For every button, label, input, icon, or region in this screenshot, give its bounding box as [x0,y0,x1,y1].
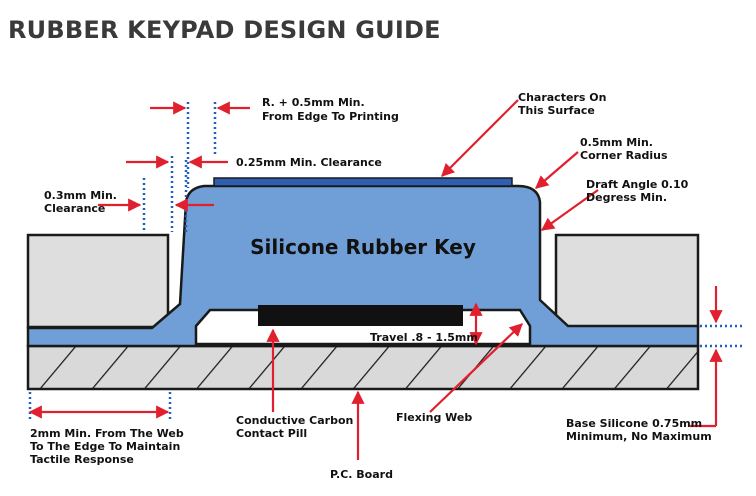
legend-print-layer [213,177,513,187]
annotation-arrows [28,99,723,460]
label-clearance-03: 0.3mm Min. Clearance [44,189,121,215]
pc-board [26,344,700,391]
label-characters-surface: Characters On This Surface [518,91,610,117]
label-contact-pill: Conductive Carbon Contact Pill [236,414,357,440]
label-radius-print: R. + 0.5mm Min. From Edge To Printing [262,96,399,123]
key-label: Silicone Rubber Key [250,235,476,259]
label-flexing-web: Flexing Web [396,411,472,424]
housing-left [26,233,170,329]
label-travel: Travel .8 - 1.5mm [370,331,478,344]
label-corner-radius: 0.5mm Min. Corner Radius [580,136,668,162]
label-draft-angle: Draft Angle 0.10 Degress Min. [586,178,692,204]
label-clearance-025: 0.25mm Min. Clearance [236,156,382,169]
carbon-contact-pill [258,305,463,326]
guide-lines [28,102,744,420]
label-pc-board: P.C. Board [330,468,393,481]
housing-right [554,233,700,329]
label-web-2mm: 2mm Min. From The Web To The Edge To Mai… [30,427,188,466]
label-base-silicone: Base Silicone 0.75mm Minimum, No Maximum [566,417,712,443]
page-title: RUBBER KEYPAD DESIGN GUIDE [8,16,441,44]
